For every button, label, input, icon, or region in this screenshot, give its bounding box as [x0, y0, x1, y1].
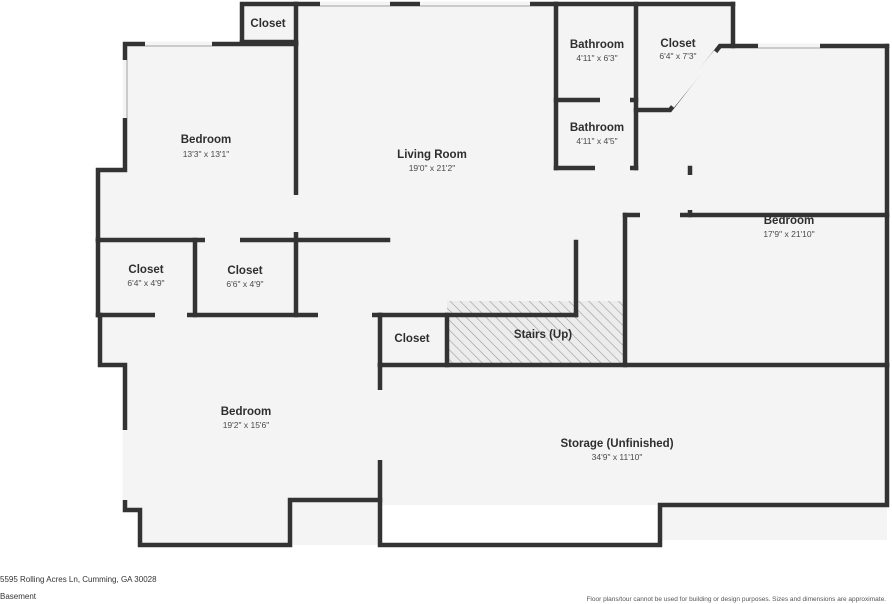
label-living-room: Living Room [397, 149, 467, 161]
label-closet-top: Closet [250, 18, 285, 30]
door-openings [122, 1, 820, 500]
label-bathroom-1: Bathroom [570, 39, 624, 51]
windows [126, 5, 820, 118]
dims-closet-a: 6'4" x 4'9" [127, 278, 164, 288]
label-storage: Storage (Unfinished) [560, 438, 673, 450]
walls [95, 1, 890, 548]
dims-bathroom-1: 4'11" x 6'3" [576, 53, 617, 63]
dims-storage: 34'9" x 11'10" [592, 452, 643, 462]
label-bedroom-bottom: Bedroom [221, 406, 271, 418]
label-closet-a: Closet [128, 264, 163, 276]
label-closet-angled: Closet [660, 38, 695, 50]
dims-closet-b: 6'6" x 4'9" [226, 279, 263, 289]
property-address: 5595 Rolling Acres Ln, Cumming, GA 30028 [0, 575, 157, 584]
dims-closet-angled: 6'4" x 7'3" [659, 51, 696, 61]
dims-living-room: 19'0" x 21'2" [409, 163, 456, 173]
dims-bedroom-left: 13'3" x 13'1" [183, 149, 230, 159]
stairs-hatch [447, 301, 625, 364]
dims-bedroom-right: 17'9" x 21'10" [763, 229, 814, 239]
label-bedroom-left: Bedroom [181, 134, 231, 146]
floor-area [98, 4, 887, 545]
label-bathroom-2: Bathroom [570, 122, 624, 134]
label-bedroom-right: Bedroom [764, 215, 814, 227]
dims-bedroom-bottom: 19'2" x 15'6" [223, 420, 270, 430]
disclaimer-text: Floor plans/tour cannot be used for buil… [586, 596, 886, 603]
floor-level-label: Basement [0, 592, 37, 601]
label-stairs: Stairs (Up) [514, 329, 572, 341]
label-closet-small: Closet [394, 333, 429, 345]
dims-bathroom-2: 4'11" x 4'5" [576, 136, 617, 146]
label-closet-b: Closet [227, 265, 262, 277]
